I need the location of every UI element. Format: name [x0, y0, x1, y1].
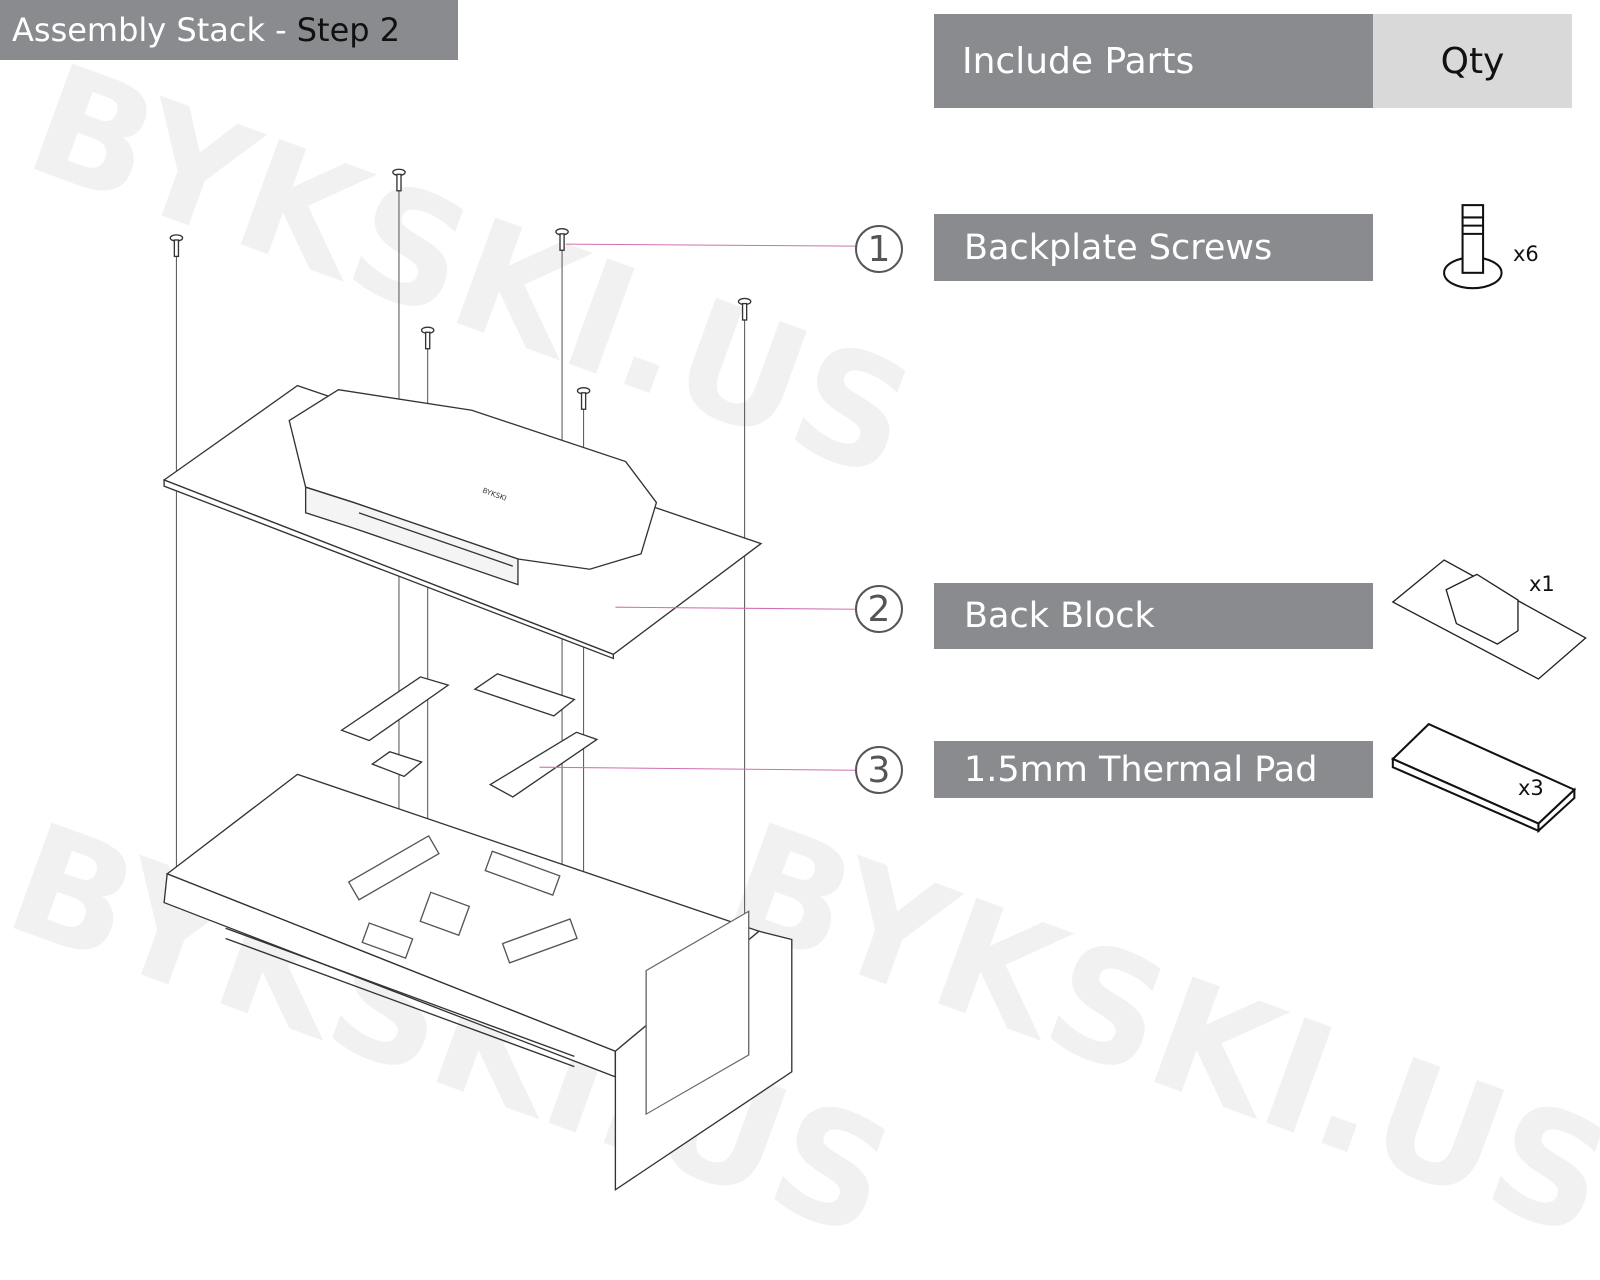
qty-thermal-pad: x3 — [1518, 776, 1544, 800]
thermal-pad-thumbnail-icon — [1391, 722, 1577, 834]
qty-back-block: x1 — [1529, 572, 1555, 596]
title-prefix: Assembly Stack - — [12, 11, 287, 49]
screws — [169, 168, 752, 410]
callout-2: 2 — [855, 585, 903, 633]
header-qty: Qty — [1373, 14, 1572, 108]
title-step: Step 2 — [296, 11, 401, 49]
leader-lines — [539, 243, 856, 771]
components — [347, 834, 578, 964]
header-include-parts: Include Parts — [934, 14, 1373, 108]
back-block-thumbnail-icon — [1391, 559, 1587, 680]
part-back-block: Back Block — [934, 583, 1373, 649]
part-thermal-pad: 1.5mm Thermal Pad — [934, 741, 1373, 798]
part-backplate-screws: Backplate Screws — [934, 214, 1373, 281]
callout-1: 1 — [855, 225, 903, 273]
screw-thumbnail-icon — [1443, 204, 1503, 290]
step-title: Assembly Stack - Step 2 — [0, 0, 458, 60]
callout-3: 3 — [855, 746, 903, 794]
thermal-pads — [340, 673, 599, 798]
back-block: BYKSKI — [162, 384, 763, 660]
qty-backplate-screws: x6 — [1513, 242, 1539, 266]
